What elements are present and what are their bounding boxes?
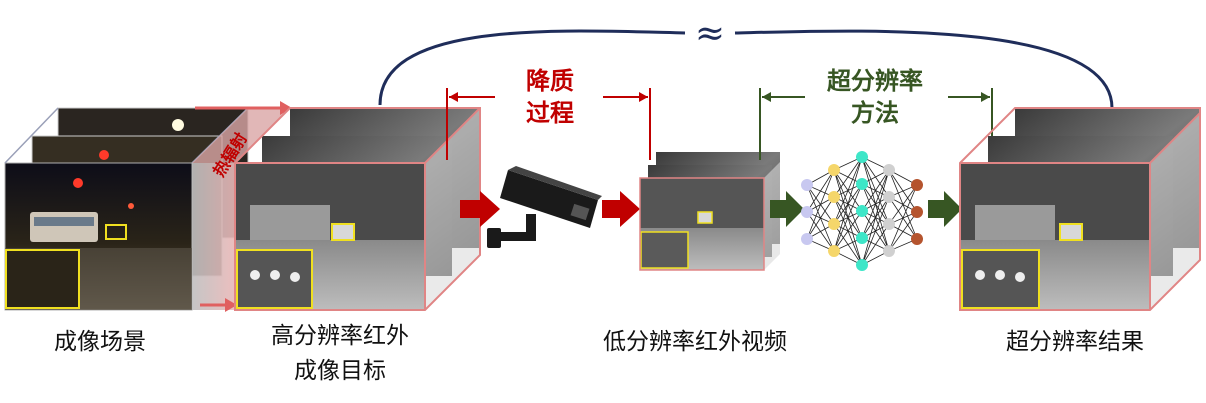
degradation-label-line2: 过程 <box>500 98 600 128</box>
sr-method-label-line2: 方法 <box>800 98 950 128</box>
hr-target-caption-line1: 高分辨率红外 <box>245 321 435 351</box>
approx-symbol: ≈ <box>683 14 737 54</box>
camera-icon <box>487 166 602 248</box>
degradation-label-line1: 降质 <box>500 66 600 96</box>
scene-caption: 成像场景 <box>30 327 170 357</box>
arrow-to-lr-video <box>602 191 640 227</box>
sr-result-cube <box>960 108 1200 310</box>
neural-network-icon <box>801 151 923 271</box>
lr-video-caption: 低分辨率红外视频 <box>575 327 815 357</box>
sr-result-caption: 超分辨率结果 <box>985 327 1165 357</box>
lr-infrared-video <box>640 152 780 270</box>
hr-target-caption-line2: 成像目标 <box>245 356 435 386</box>
hr-infrared-cube <box>235 108 480 310</box>
arrow-to-sr-result <box>928 191 962 227</box>
sr-method-label-line1: 超分辨率 <box>800 66 950 96</box>
